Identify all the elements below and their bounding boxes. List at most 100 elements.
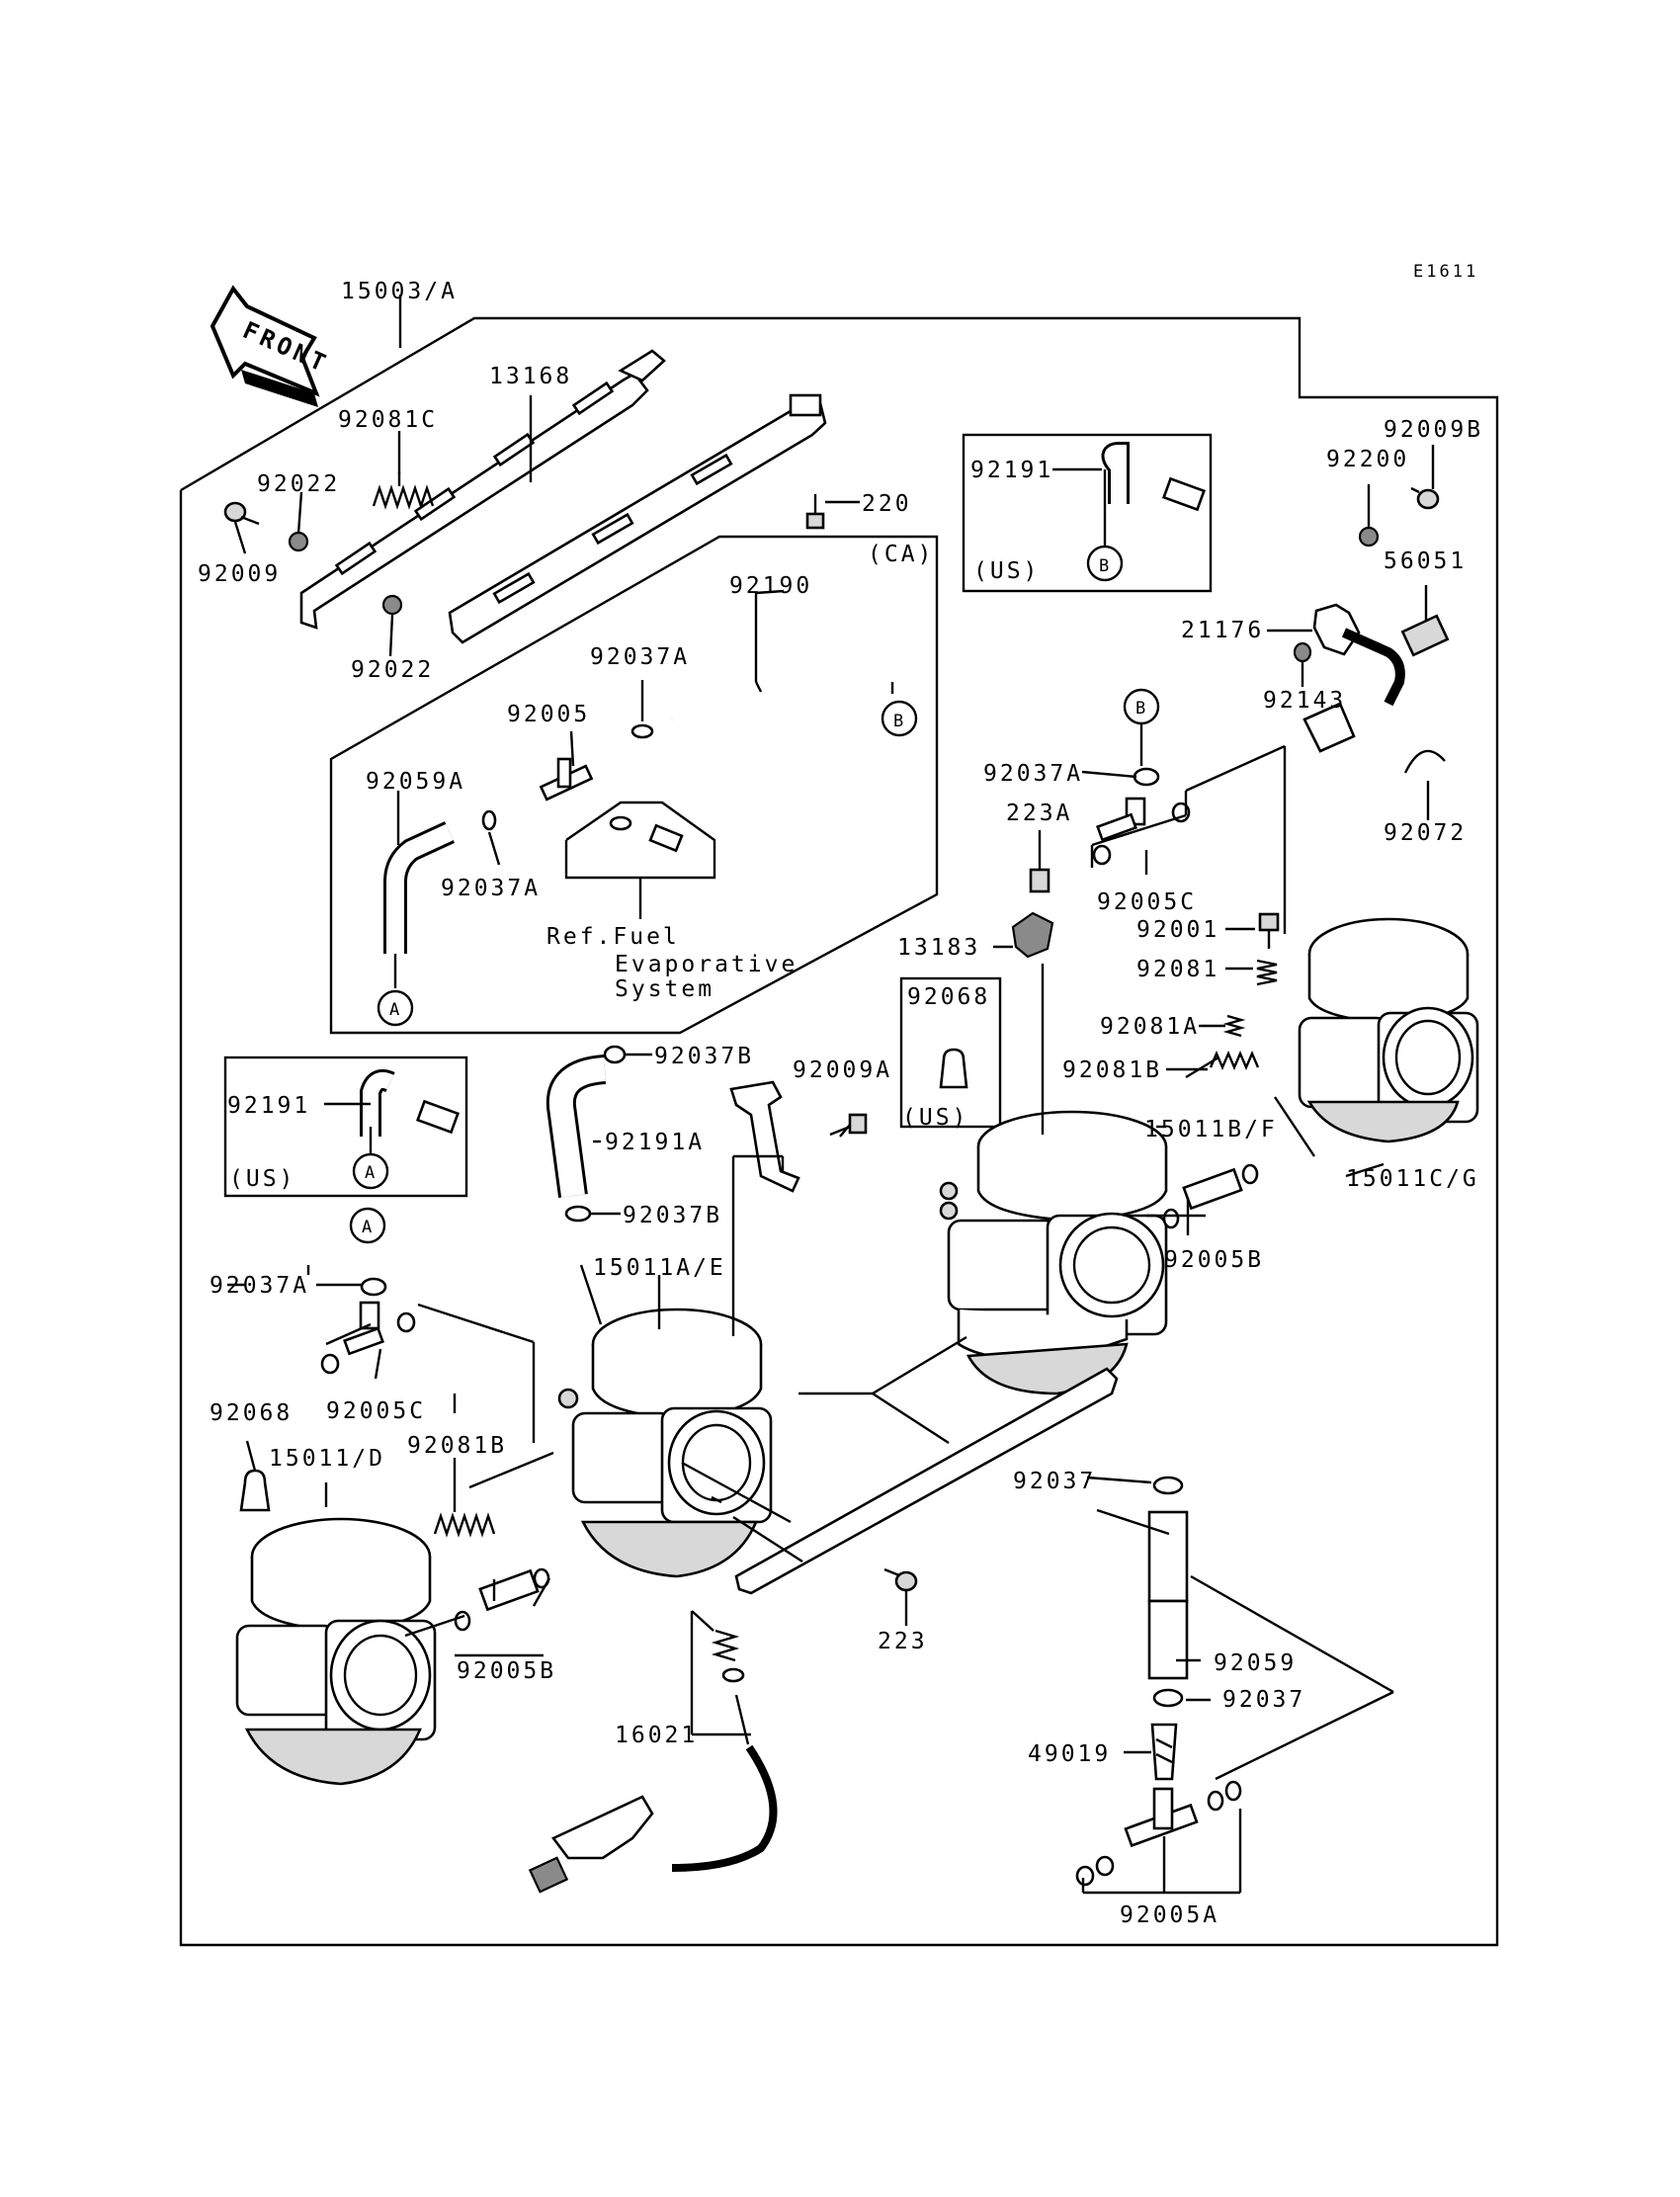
fuel-rail-13168 <box>299 349 666 630</box>
label-92068-2: 92068 <box>210 1400 293 1426</box>
washer-92022-a <box>288 531 309 552</box>
hose-92059a <box>383 821 456 954</box>
screw-92001 <box>1258 912 1280 949</box>
hose-92190 <box>668 601 902 727</box>
assembly-outline <box>179 316 1499 1947</box>
elbow-92191-us-a <box>360 1069 461 1137</box>
washer-92143 <box>1293 641 1312 663</box>
label-92081: 92081 <box>1136 957 1219 982</box>
front-arrow-icon: FRONT <box>210 285 333 407</box>
label-56051: 56051 <box>1384 549 1467 574</box>
cap-92068-upper <box>939 1048 968 1089</box>
label-15003a: 15003/A <box>341 279 458 304</box>
fuel-fitting-21176 <box>1302 603 1405 753</box>
label-ca: (CA) <box>868 542 934 567</box>
pipe-92005b-lower <box>454 1567 550 1632</box>
pipe-92005b-upper <box>1162 1163 1259 1229</box>
filter-49019 <box>1150 1723 1178 1781</box>
label-92037a-2: 92037A <box>441 876 541 901</box>
screw-223a <box>1029 856 1050 893</box>
label-15011-d: 15011/D <box>269 1446 385 1472</box>
label-circle-b2: B <box>893 712 906 731</box>
label-92200: 92200 <box>1326 447 1409 472</box>
label-92005b-1: 92005B <box>1164 1247 1264 1273</box>
fuel-rail-15003 <box>448 393 827 644</box>
label-16021: 16021 <box>615 1723 698 1748</box>
label-92190: 92190 <box>729 573 812 599</box>
label-13183: 13183 <box>897 935 980 961</box>
label-92005c-2: 92005C <box>326 1398 426 1424</box>
label-92191a: 92191A <box>605 1130 705 1155</box>
carburetor-15011b-f <box>939 1110 1168 1395</box>
spring-92081b-upper <box>1209 1050 1260 1071</box>
label-92022-b: 92022 <box>351 657 434 683</box>
label-223a: 223A <box>1006 801 1072 826</box>
label-circle-a1: A <box>389 1000 402 1020</box>
cable-16021 <box>528 1629 778 1894</box>
carburetor-15011a-e <box>557 1308 773 1578</box>
label-circle-a2: A <box>365 1163 378 1183</box>
label-13168: 13168 <box>489 364 572 389</box>
us-box-b <box>962 433 1213 593</box>
label-circle-a3: A <box>362 1218 375 1237</box>
clip-92037-upper <box>1152 1476 1184 1495</box>
label-92022-a: 92022 <box>257 471 340 497</box>
label-92191-us-b: 92191 <box>970 458 1053 483</box>
label-92081a: 92081A <box>1100 1014 1200 1040</box>
label-92081b-1: 92081B <box>1062 1057 1162 1083</box>
label-92037b-2: 92037B <box>623 1203 722 1228</box>
label-220: 220 <box>862 491 912 517</box>
label-circle-b3: B <box>1135 699 1148 718</box>
elbow-92191-us-b <box>1101 441 1207 512</box>
screw-92009b <box>1410 486 1440 510</box>
label-system: System <box>615 976 714 1002</box>
carburetor-15011-d <box>235 1517 437 1786</box>
bracket-13183 <box>1011 911 1054 959</box>
label-21176: 21176 <box>1181 618 1264 643</box>
cap-92068-lower <box>239 1469 271 1512</box>
washer-92022-b <box>381 594 403 616</box>
diagram-code: E1611 <box>1413 262 1478 282</box>
label-92009b: 92009B <box>1384 417 1483 443</box>
spring-92081 <box>1256 959 1278 986</box>
label-92009: 92009 <box>198 561 281 587</box>
label-92005: 92005 <box>507 702 590 727</box>
tee-92005c-lower <box>320 1301 416 1375</box>
label-92005a: 92005A <box>1120 1902 1219 1928</box>
screw-92009 <box>223 501 260 526</box>
label-ref-fuel: Ref.Fuel <box>546 924 680 950</box>
label-circle-b1: B <box>1099 556 1112 576</box>
hose-92059 <box>1147 1510 1189 1680</box>
clip-92037a-d <box>360 1277 387 1297</box>
label-92191-us-a: 92191 <box>227 1093 310 1119</box>
marker-circle-b3 <box>1123 688 1160 725</box>
label-92037a-4: 92037A <box>210 1273 309 1299</box>
label-223: 223 <box>878 1629 928 1654</box>
marker-circle-b2 <box>881 700 918 737</box>
spring-92081b-lower <box>433 1512 496 1538</box>
clip-92037b-upper <box>603 1045 627 1064</box>
screw-92009a <box>829 1113 868 1137</box>
label-92037a-1: 92037A <box>590 644 690 670</box>
hose-92191a <box>546 1055 607 1198</box>
label-92068-1: 92068 <box>907 984 990 1010</box>
label-us-b: (US) <box>973 558 1040 584</box>
label-92005c-1: 92005C <box>1097 889 1197 915</box>
tee-92005c-upper <box>1092 797 1191 866</box>
label-92081c: 92081C <box>338 407 438 433</box>
tee-92005a <box>1075 1780 1242 1887</box>
carburetor-15011c-g <box>1298 917 1479 1143</box>
marker-circle-a1 <box>377 989 414 1027</box>
label-92081b-2: 92081B <box>407 1433 507 1459</box>
washer-92200 <box>1358 526 1380 548</box>
us-box-a <box>223 1056 468 1198</box>
marker-circle-a3 <box>349 1207 386 1244</box>
label-92001: 92001 <box>1136 917 1219 943</box>
screw-223 <box>883 1567 918 1592</box>
label-15011c-g: 15011C/G <box>1346 1166 1479 1192</box>
spring-92081c <box>372 472 435 510</box>
label-15011a-e: 15011A/E <box>593 1255 726 1281</box>
label-49019: 49019 <box>1028 1741 1111 1767</box>
spring-92081a <box>1222 1014 1246 1038</box>
